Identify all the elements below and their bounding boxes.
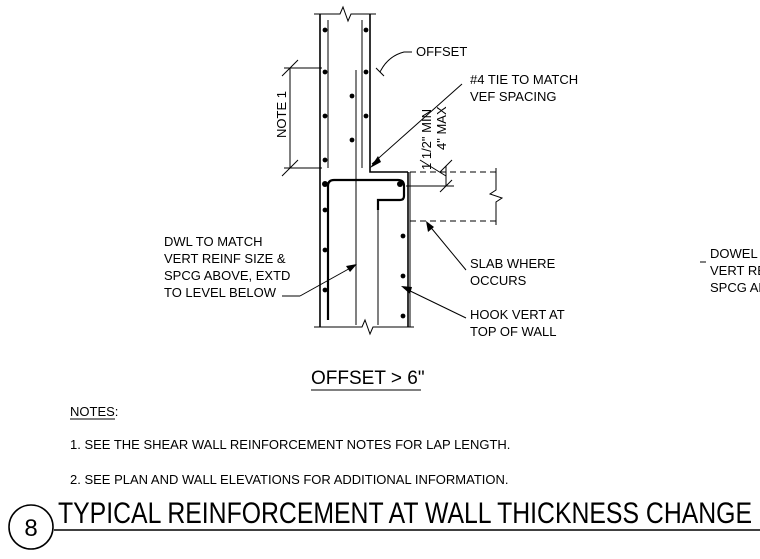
leaders [282, 51, 706, 319]
note-item-1: 1. SEE THE SHEAR WALL REINFORCEMENT NOTE… [70, 437, 510, 452]
hook-label-line1: HOOK VERT AT [470, 307, 565, 322]
tie-label-line2: VEF SPACING [470, 89, 556, 104]
tie-label-line1: #4 TIE TO MATCH [470, 72, 578, 87]
right-label-line3: SPCG AB [710, 280, 760, 295]
dwl-label-line3: SPCG ABOVE, EXTD [164, 268, 290, 283]
detail-subtitle-text: OFFSET > 6" [311, 368, 425, 389]
note-item-2: 2. SEE PLAN AND WALL ELEVATIONS FOR ADDI… [70, 472, 508, 487]
notes-heading: NOTES: [70, 404, 118, 419]
min-max-dimension [406, 159, 454, 193]
dwl-label-line2: VERT REINF SIZE & [164, 251, 286, 266]
hook-label-line2: TOP OF WALL [470, 324, 556, 339]
slab-label-line2: OCCURS [470, 273, 527, 288]
lower-wall [314, 172, 414, 336]
min-label: 1 1/2" MIN [419, 109, 434, 170]
detail-number-circle [8, 504, 54, 550]
detail-subtitle: OFFSET > 6" [311, 368, 425, 391]
title-block: 8 TYPICAL REINFORCEMENT AT WALL THICKNES… [8, 497, 760, 550]
right-label-line1: DOWEL T [710, 246, 760, 261]
note1-label: NOTE 1 [274, 91, 289, 138]
dwl-label-line4: TO LEVEL BELOW [164, 285, 277, 300]
right-label-line2: VERT RE [710, 263, 760, 278]
offset-label: OFFSET [416, 44, 467, 59]
detail-title: TYPICAL REINFORCEMENT AT WALL THICKNESS … [58, 497, 752, 530]
slab-label-line1: SLAB WHERE [470, 256, 556, 271]
note1-dimension [281, 59, 322, 177]
slab-where-occurs [410, 168, 504, 225]
max-label: 4" MAX [434, 106, 449, 150]
dwl-label-line1: DWL TO MATCH [164, 234, 262, 249]
detail-number: 8 [24, 515, 37, 542]
upper-wall [314, 5, 376, 200]
notes-block: NOTES: 1. SEE THE SHEAR WALL REINFORCEME… [70, 404, 510, 487]
callout-labels: OFFSET #4 TIE TO MATCH VEF SPACING NOTE … [164, 44, 760, 339]
